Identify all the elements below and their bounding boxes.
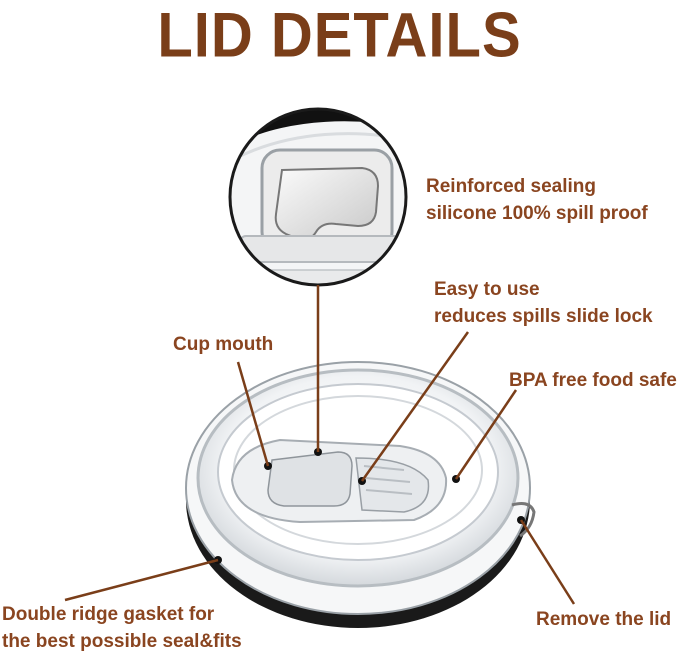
callout-cup-mouth-line1: Cup mouth xyxy=(173,334,274,355)
leader-lines xyxy=(64,285,576,605)
callout-sealing: Reinforced sealing silicone 100% spill p… xyxy=(426,173,648,227)
callout-gasket-line2: the best possible seal&fits xyxy=(2,631,242,652)
callout-bpa-free: BPA free food safe xyxy=(509,367,677,394)
callout-bpa-line1: BPA free food safe xyxy=(509,370,677,391)
callout-sealing-line2: silicone 100% spill proof xyxy=(426,203,648,224)
callout-gasket: Double ridge gasket for the best possibl… xyxy=(2,601,242,655)
callout-sealing-line1: Reinforced sealing xyxy=(426,176,596,197)
callout-slide-lock: Easy to use reduces spills slide lock xyxy=(434,276,653,330)
callout-remove-line1: Remove the lid xyxy=(536,609,672,630)
callout-slide-lock-line1: Easy to use xyxy=(434,279,540,300)
callout-gasket-line1: Double ridge gasket for xyxy=(2,604,215,625)
clear-tumbler-lid-icon xyxy=(185,361,536,628)
callout-slide-lock-line2: reduces spills slide lock xyxy=(434,306,653,327)
callout-remove-lid: Remove the lid xyxy=(536,606,671,633)
callout-cup-mouth: Cup mouth xyxy=(173,331,273,358)
magnified-seal-detail-icon xyxy=(228,107,408,287)
page-title: LID DETAILS xyxy=(157,0,522,71)
